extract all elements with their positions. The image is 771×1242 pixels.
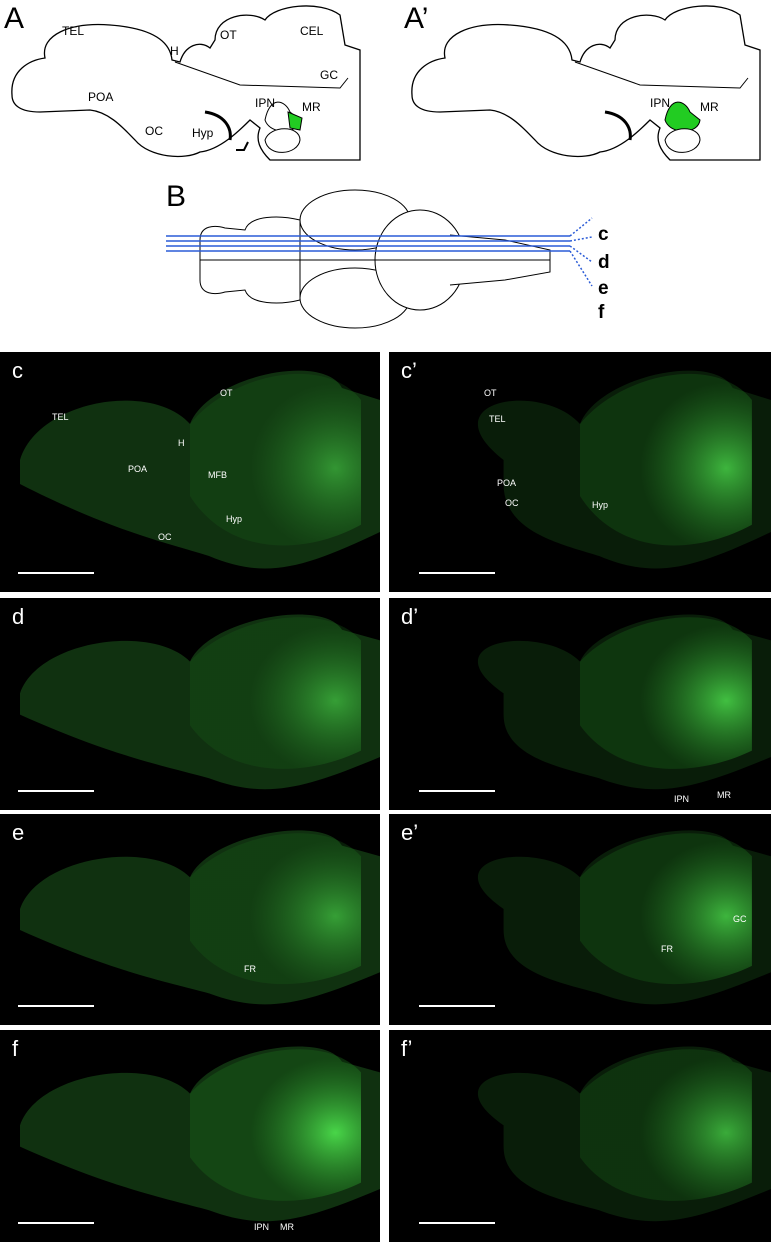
scale-bar bbox=[18, 1222, 94, 1224]
region-label-mr: MR bbox=[302, 100, 321, 114]
panel-label: f’ bbox=[401, 1036, 413, 1061]
region-annotation: GC bbox=[733, 914, 747, 924]
panel-label: d bbox=[12, 604, 25, 629]
panel-label-a: A bbox=[4, 2, 25, 35]
region-annotation: FR bbox=[661, 944, 673, 954]
micrograph-panel-8: f’ bbox=[389, 1030, 771, 1242]
section-label-f: f bbox=[598, 302, 605, 323]
region-annotation: POA bbox=[497, 478, 517, 488]
region-annotation: H bbox=[178, 438, 185, 448]
region-annotation: POA bbox=[128, 464, 148, 474]
region-label-gc: GC bbox=[320, 68, 338, 82]
micrograph-panel-4: d’ IPN MR bbox=[389, 598, 771, 810]
scale-bar bbox=[419, 1005, 495, 1007]
panel-label-b: B bbox=[166, 180, 187, 213]
scale-bar bbox=[419, 572, 495, 574]
brain-sagittal-outline bbox=[11, 5, 361, 161]
fluorescence-image bbox=[20, 370, 380, 569]
micrograph-panel-6: e’ GC FR bbox=[389, 814, 771, 1025]
region-annotation: TEL bbox=[489, 414, 506, 424]
micrograph-panel-2: c’ OT TEL POA OC Hyp bbox=[389, 352, 771, 592]
region-annotation: OC bbox=[158, 532, 172, 542]
region-annotation: Hyp bbox=[226, 514, 243, 524]
brain-dorsal-outline bbox=[166, 189, 593, 329]
region-annotation: OT bbox=[220, 388, 233, 398]
region-annotation: TEL bbox=[52, 412, 69, 422]
region-annotation: IPN bbox=[674, 794, 690, 804]
region-label-poa: POA bbox=[88, 90, 114, 104]
region-label-h: H bbox=[170, 44, 179, 58]
region-annotation: MR bbox=[280, 1222, 294, 1232]
region-annotation: MFB bbox=[208, 470, 227, 480]
region-label-oc: OC bbox=[145, 124, 163, 138]
region-annotation: OT bbox=[484, 388, 497, 398]
fluorescence-image bbox=[477, 614, 771, 790]
fluorescence-image bbox=[20, 830, 380, 1005]
region-annotation: Hyp bbox=[592, 500, 609, 510]
schematic-b: B c d e f bbox=[160, 180, 620, 340]
panel-label-a-prime: A’ bbox=[404, 2, 429, 35]
section-label-e: e bbox=[598, 278, 609, 299]
panel-label: e’ bbox=[401, 820, 419, 845]
schematic-a: A TEL H OT CEL POA OC Hyp IPN MR GC bbox=[0, 0, 380, 170]
region-annotation: FR bbox=[244, 964, 256, 974]
fluorescence-image bbox=[20, 614, 380, 790]
panel-label: d’ bbox=[401, 604, 419, 629]
scale-bar bbox=[419, 790, 495, 792]
fluorescence-image bbox=[20, 1046, 380, 1222]
schematic-a-prime: A’ IPN MR bbox=[400, 0, 771, 170]
fluorescence-image bbox=[477, 370, 771, 569]
region-label-ot: OT bbox=[220, 28, 237, 42]
fluorescence-image bbox=[477, 830, 771, 1005]
panel-label: c bbox=[12, 358, 23, 383]
region-label-mr: MR bbox=[700, 100, 719, 114]
region-annotation: OC bbox=[505, 498, 519, 508]
region-annotation: MR bbox=[717, 790, 731, 800]
region-label-ipn: IPN bbox=[650, 96, 671, 110]
micrograph-panel-3: d bbox=[0, 598, 380, 810]
section-label-d: d bbox=[598, 252, 610, 273]
scale-bar bbox=[419, 1222, 495, 1224]
panel-label: e bbox=[12, 820, 25, 845]
panel-label: f bbox=[12, 1036, 19, 1061]
fluorescence-image bbox=[477, 1046, 771, 1222]
region-label-hyp: Hyp bbox=[192, 126, 214, 140]
brain-sagittal-outline bbox=[411, 5, 761, 161]
scale-bar bbox=[18, 790, 94, 792]
scale-bar bbox=[18, 1005, 94, 1007]
region-label-tel: TEL bbox=[62, 24, 85, 38]
region-label-cel: CEL bbox=[300, 24, 324, 38]
region-annotation: IPN bbox=[254, 1222, 270, 1232]
section-label-c: c bbox=[598, 224, 609, 245]
scale-bar bbox=[18, 572, 94, 574]
panel-label: c’ bbox=[401, 358, 417, 383]
region-label-ipn: IPN bbox=[255, 96, 276, 110]
